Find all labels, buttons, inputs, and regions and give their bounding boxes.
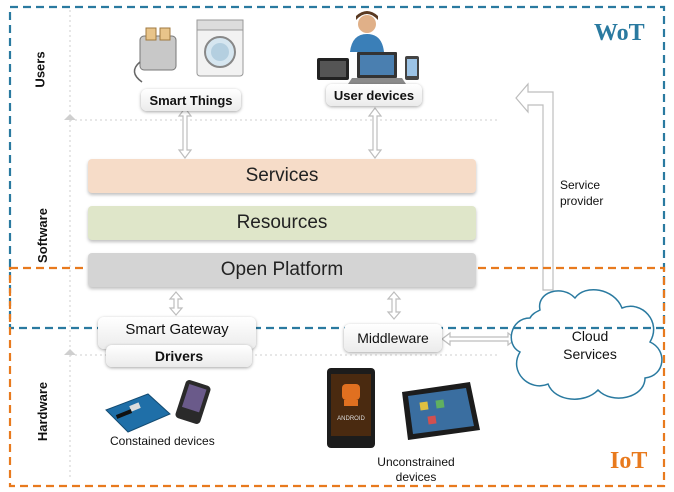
cloud-services-label: Cloud Services [563, 328, 617, 362]
open-platform-layer: Open Platform [88, 253, 476, 287]
washing-machine-icon [196, 19, 244, 77]
mobile-phone-icon [175, 380, 211, 424]
double-arrow-middleware [386, 291, 402, 320]
constrained-devices-label: Constained devices [110, 434, 215, 448]
resources-layer: Resources [88, 206, 476, 240]
double-arrow-cloud [441, 331, 517, 347]
android-phone-icon: ANDROID [327, 368, 375, 448]
service-provider-label: Service provider [560, 178, 604, 208]
smart-things-label: Smart Things [141, 89, 241, 111]
lane-label-software: Software [34, 208, 50, 263]
toaster-icon [133, 27, 177, 83]
user-person-icon [350, 11, 384, 52]
user-devices-label: User devices [326, 84, 422, 106]
lane-label-hardware: Hardware [35, 381, 51, 442]
tablet-icon [317, 58, 349, 80]
lane-label-users: Users [32, 51, 48, 88]
unconstrained-devices-label: Unconstrained devices [377, 455, 455, 484]
double-arrow-gateway [168, 291, 184, 316]
cloud-shape [510, 289, 663, 400]
smartphone-icon [405, 56, 419, 80]
laptop-icon [348, 52, 406, 84]
wot-label: WoT [594, 20, 645, 46]
double-arrow-smart-things [177, 107, 193, 159]
double-arrow-user-devices [367, 107, 383, 159]
service-provider-arrow [515, 82, 554, 291]
arduino-board-icon [105, 393, 171, 433]
svg-text:ANDROID: ANDROID [337, 416, 365, 422]
middleware-box: Middleware [344, 324, 442, 352]
services-layer: Services [88, 159, 476, 193]
drivers-box: Drivers [106, 345, 252, 367]
android-tablet-icon [402, 382, 480, 440]
smart-gateway-box: Smart Gateway [98, 317, 256, 349]
iot-label: IoT [610, 448, 648, 474]
wot-region [8, 5, 666, 330]
